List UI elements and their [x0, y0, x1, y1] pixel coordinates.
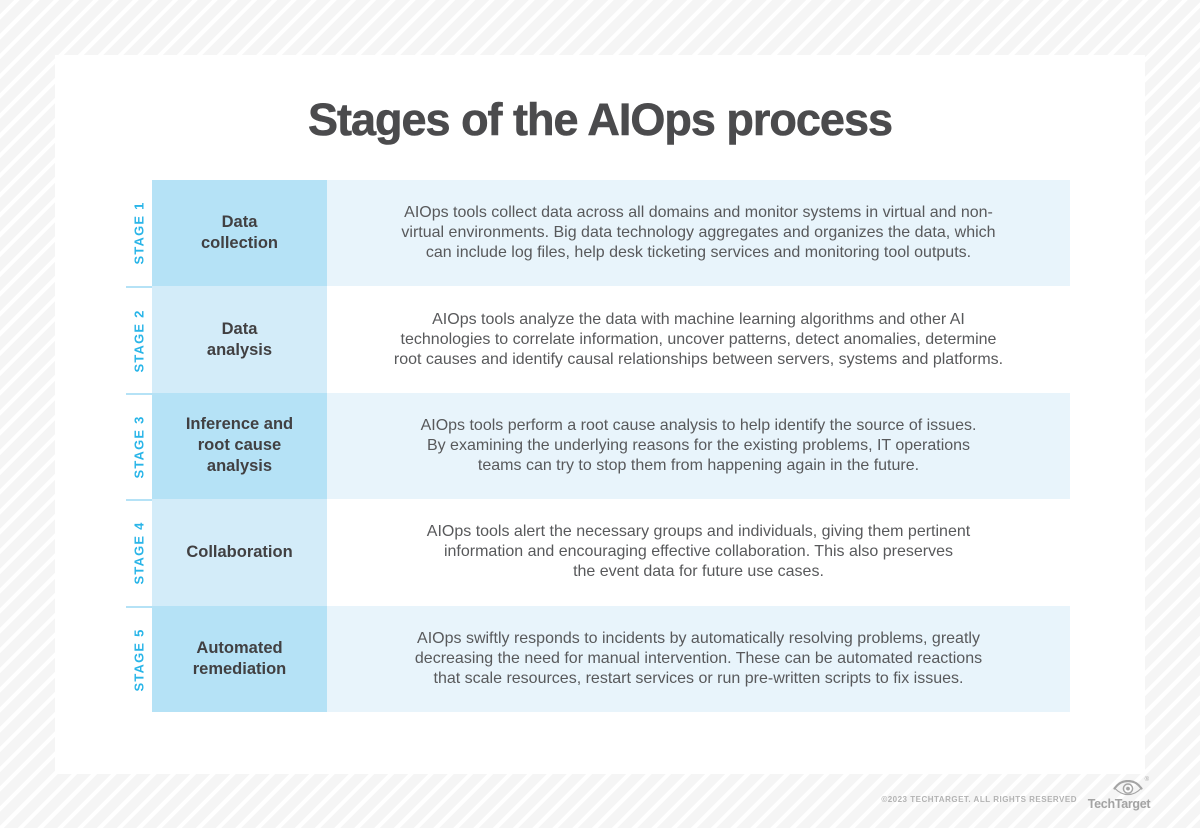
stage-3-label: STAGE 3	[131, 415, 147, 479]
stage-4-description-cell: AIOps tools alert the necessary groups a…	[327, 499, 1070, 606]
stage-description-line: root causes and identify causal relation…	[393, 350, 1004, 368]
stage-description-line: AIOps tools alert the necessary groups a…	[426, 523, 971, 541]
stage-description-line: By examining the underlying reasons for …	[426, 436, 971, 454]
techtarget-wordmark: TechTarget	[1087, 797, 1151, 811]
stage-2-description-cell: AIOps tools analyze the data with machin…	[327, 286, 1070, 393]
copyright-text: ©2023 TECHTARGET. ALL RIGHTS RESERVED	[881, 795, 1077, 804]
stage-2-label: STAGE 2	[131, 309, 147, 373]
stage-description-line: AIOps tools perform a root cause analysi…	[420, 416, 977, 434]
stage-row-1: STAGE 1 Data collection AIOps tools coll…	[126, 180, 1070, 287]
stage-name-line: Data	[221, 213, 258, 232]
stage-name-line: analysis	[206, 457, 273, 476]
stage-4-label: STAGE 4	[131, 521, 147, 585]
stage-description-line: virtual environments. Big data technolog…	[401, 224, 996, 242]
stage-1-label: STAGE 1	[131, 201, 147, 265]
stage-name-line: Data	[221, 319, 258, 338]
stage-5-label-cell: STAGE 5	[126, 605, 152, 712]
stage-1-label-cell: STAGE 1	[126, 180, 152, 287]
stage-name-line: Inference and	[185, 415, 294, 434]
stage-4-label-cell: STAGE 4	[126, 499, 152, 606]
stage-description-line: technologies to correlate information, u…	[400, 330, 997, 348]
stage-name-line: Collaboration	[186, 542, 293, 561]
stage-5-description-cell: AIOps swiftly responds to incidents by a…	[327, 605, 1070, 712]
stage-3-description-cell: AIOps tools perform a root cause analysi…	[327, 392, 1070, 500]
stage-5-label: STAGE 5	[131, 628, 147, 692]
stages-table: STAGE 1 Data collection AIOps tools coll…	[126, 180, 1070, 712]
registered-mark: ®	[1144, 777, 1149, 783]
stage-description-line: can include log files, help desk ticketi…	[425, 244, 972, 262]
stage-name-line: root cause	[197, 436, 282, 455]
stage-description-line: AIOps tools collect data across all doma…	[404, 204, 993, 222]
stage-description-line: AIOps swiftly responds to incidents by a…	[417, 629, 980, 647]
stage-description-line: information and encouraging effective co…	[443, 543, 954, 561]
stage-row-3: STAGE 3 Inference and root cause analysi…	[126, 392, 1070, 500]
stage-row-2: STAGE 2 Data analysis AIOps tools analyz…	[126, 286, 1070, 393]
stage-name-line: Automated	[196, 638, 283, 657]
stage-name-line: remediation	[192, 659, 287, 678]
stage-4-name-cell: Collaboration	[152, 499, 327, 606]
stage-description-line: the event data for future use cases.	[573, 563, 824, 581]
stage-name-line: analysis	[206, 340, 273, 359]
stage-5-name-cell: Automated remediation	[152, 605, 327, 712]
stage-description-line: decreasing the need for manual intervent…	[414, 649, 983, 667]
stage-description-line: AIOps tools analyze the data with machin…	[432, 310, 965, 328]
eye-target-icon	[1113, 780, 1143, 796]
stage-2-label-cell: STAGE 2	[126, 286, 152, 393]
stage-1-description-cell: AIOps tools collect data across all doma…	[327, 180, 1070, 287]
stage-2-name-cell: Data analysis	[152, 286, 327, 393]
stage-row-5: STAGE 5 Automated remediation AIOps swif…	[126, 605, 1070, 712]
stage-description-line: teams can try to stop them from happenin…	[477, 456, 920, 474]
stage-3-label-cell: STAGE 3	[126, 392, 152, 500]
stage-1-name-cell: Data collection	[152, 180, 327, 287]
techtarget-logo: ® TechTarget	[1088, 777, 1151, 811]
stage-description-line: that scale resources, restart services o…	[433, 669, 964, 687]
stage-name-line: collection	[200, 234, 278, 253]
stage-row-4: STAGE 4 Collaboration AIOps tools alert …	[126, 499, 1070, 606]
footer: ©2023 TECHTARGET. ALL RIGHTS RESERVED ® …	[881, 777, 1151, 811]
page-title: Stages of the AIOps process	[308, 94, 894, 146]
stage-3-name-cell: Inference and root cause analysis	[152, 392, 327, 500]
